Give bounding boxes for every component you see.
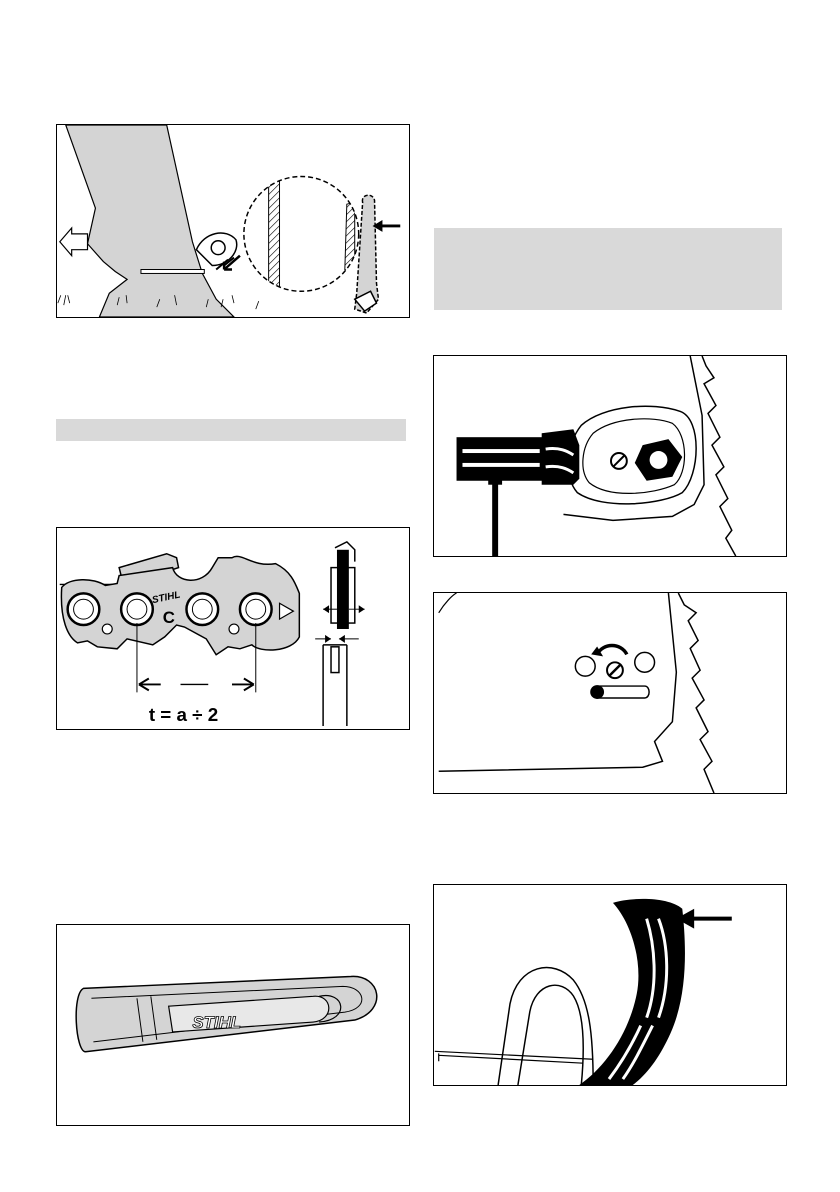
hand-guard-figure <box>433 884 787 1086</box>
dimension-arrow-right-icon <box>232 679 254 691</box>
tree-trunk <box>66 125 234 317</box>
wrench-figure <box>433 355 787 557</box>
counterclockwise-arrow-icon <box>597 645 627 654</box>
chain-teeth <box>702 356 736 556</box>
tension-screw-figure <box>433 592 787 794</box>
felling-illustration <box>57 125 409 317</box>
notice-box <box>434 228 782 310</box>
section-heading-band <box>56 419 406 441</box>
wrench-on-bar-illustration <box>434 356 786 556</box>
chain-pitch-diagram: STIHL C t = a ÷ 2 <box>57 528 409 729</box>
magnified-detail-circle <box>244 176 359 291</box>
chain-link-letter: C <box>163 608 175 627</box>
chain-guard-illustration: STIHL <box>57 925 409 1125</box>
felling-cut <box>141 269 204 273</box>
felling-figure <box>56 124 410 318</box>
chain-teeth <box>678 593 714 793</box>
hand-guard-lever <box>579 899 685 1085</box>
chain-pitch-figure: STIHL C t = a ÷ 2 <box>56 527 410 730</box>
hand-guard-illustration <box>434 885 786 1085</box>
guard-brand-text: STIHL <box>192 1013 241 1032</box>
felling-direction-arrow-icon <box>60 228 88 256</box>
bar-side-view <box>315 542 365 726</box>
dimension-arrow-left-icon <box>139 679 161 691</box>
tension-screw-illustration <box>434 593 786 793</box>
pitch-formula: t = a ÷ 2 <box>149 704 218 725</box>
wrench-icon <box>457 429 580 556</box>
chain-guard-figure: STIHL <box>56 924 410 1126</box>
